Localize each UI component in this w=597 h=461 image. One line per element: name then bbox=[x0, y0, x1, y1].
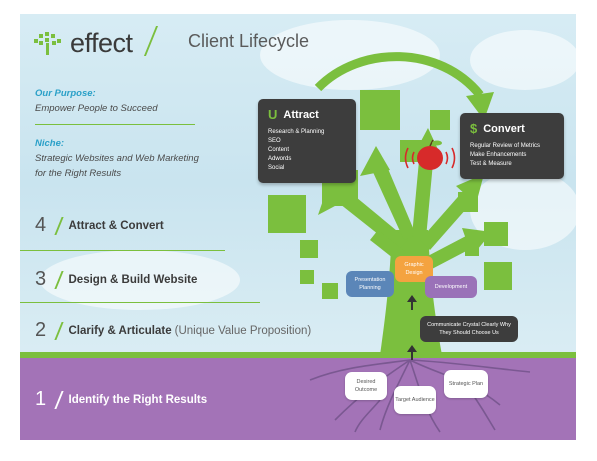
attract-item: Research & Planning bbox=[268, 129, 325, 135]
convert-item: Regular Review of Metrics bbox=[470, 143, 541, 149]
convert-item: Make Enhancements bbox=[470, 152, 527, 158]
step-number: 2 bbox=[35, 319, 47, 341]
magnet-icon: U bbox=[268, 107, 278, 122]
step-label: Clarify & Articulate bbox=[68, 324, 172, 337]
logo-text: effect bbox=[70, 28, 133, 58]
cloud bbox=[470, 30, 580, 90]
page-title: Client Lifecycle bbox=[188, 31, 310, 51]
purpose-text: Empower People to Succeed bbox=[35, 103, 158, 114]
attract-item: Social bbox=[268, 165, 285, 171]
ground-line bbox=[20, 352, 576, 358]
target-audience-node: Target Audience bbox=[394, 386, 436, 414]
step-2: 2 Clarify & Articulate (Unique Value Pro… bbox=[35, 319, 311, 342]
attract-title-row: U Attract bbox=[268, 107, 346, 122]
step-sublabel: (Unique Value Proposition) bbox=[174, 324, 312, 337]
divider bbox=[20, 302, 260, 303]
divider bbox=[20, 250, 225, 251]
convert-item: Test & Measure bbox=[470, 161, 512, 167]
attract-item: Adwords bbox=[268, 156, 292, 162]
step-number: 3 bbox=[35, 268, 47, 290]
development-node: Development bbox=[425, 276, 477, 298]
step-4: 4 Attract & Convert bbox=[35, 214, 164, 237]
attract-card: U Attract Research & Planning SEO Conten… bbox=[258, 99, 356, 183]
tree-logo-icon bbox=[34, 31, 61, 55]
communicate-node: Communicate Crystal Clearly Why They Sho… bbox=[420, 316, 518, 342]
cloud bbox=[40, 250, 240, 310]
convert-title: Convert bbox=[483, 122, 525, 135]
step-number: 1 bbox=[35, 388, 47, 410]
presentation-planning-node: Presentation Planning bbox=[346, 271, 394, 297]
step-number: 4 bbox=[35, 214, 47, 236]
step-label: Attract & Convert bbox=[68, 219, 164, 232]
purpose-label: Our Purpose: bbox=[35, 88, 96, 99]
up-arrow-icon bbox=[407, 295, 417, 360]
apple-icon bbox=[404, 139, 456, 170]
step-label: Identify the Right Results bbox=[68, 393, 208, 406]
desired-outcome-node: Desired Outcome bbox=[345, 372, 387, 400]
cycle-arrow bbox=[314, 52, 484, 98]
cycle-arrowhead bbox=[466, 92, 494, 120]
niche-line-2: for the Right Results bbox=[35, 168, 122, 179]
attract-item: SEO bbox=[268, 138, 281, 144]
attract-item: Content bbox=[268, 147, 290, 153]
logo: effect bbox=[32, 28, 133, 59]
convert-card: $ Convert Regular Review of Metrics Make… bbox=[460, 113, 564, 179]
niche-line-1: Strategic Websites and Web Marketing bbox=[35, 153, 199, 164]
step-3: 3 Design & Build Website bbox=[35, 268, 197, 291]
step-label: Design & Build Website bbox=[68, 273, 198, 286]
divider bbox=[35, 124, 195, 125]
niche-label: Niche: bbox=[35, 138, 65, 149]
strategic-plan-node: Strategic Plan bbox=[444, 370, 488, 398]
attract-title: Attract bbox=[283, 108, 319, 121]
dollar-icon: $ bbox=[470, 121, 478, 136]
convert-title-row: $ Convert bbox=[470, 121, 554, 136]
step-1: 1 Identify the Right Results bbox=[35, 388, 207, 411]
